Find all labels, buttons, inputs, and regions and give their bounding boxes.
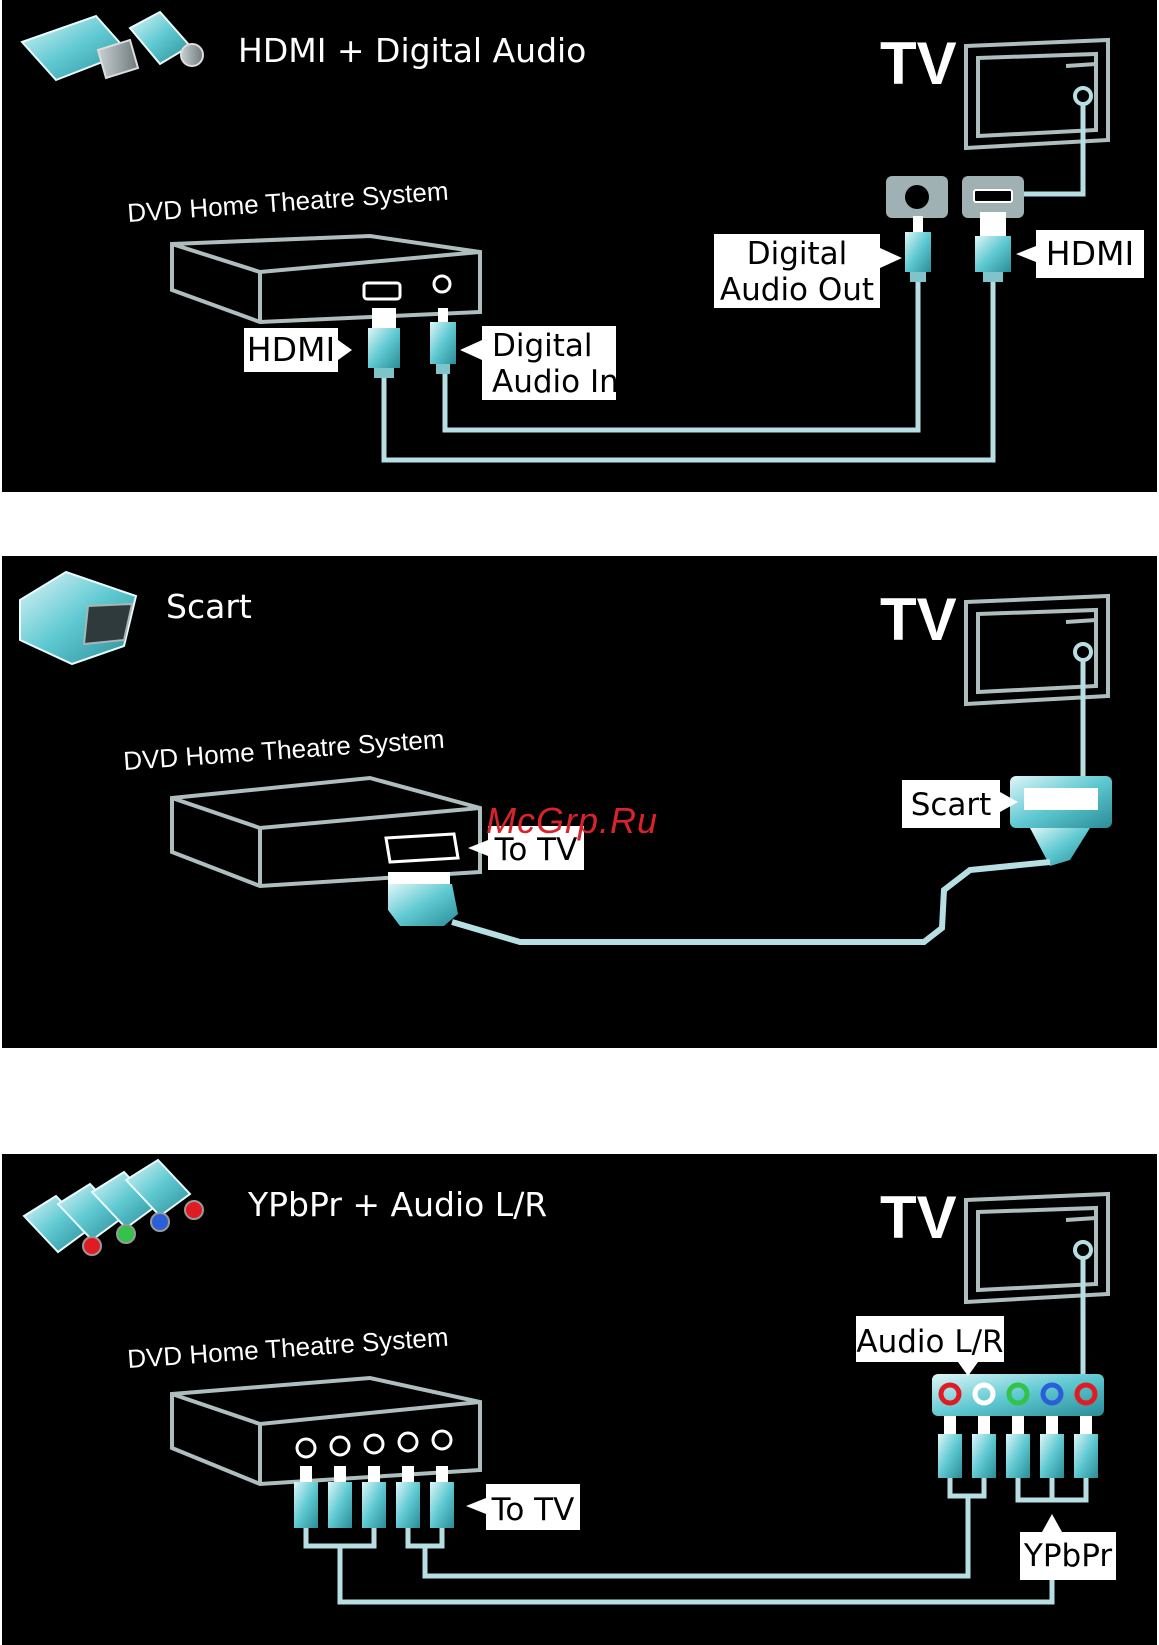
panel-hdmi-digital-audio: HDMI + Digital Audio TV [2, 0, 1157, 492]
panel-title: Scart [166, 587, 252, 626]
tv-label: TV [880, 30, 957, 97]
label-dvd-digital-audio-in: Digital Audio In [460, 326, 619, 400]
svg-text:Scart: Scart [911, 787, 992, 823]
label-dvd-hdmi: HDMI [244, 328, 352, 372]
svg-text:HDMI: HDMI [247, 330, 335, 369]
svg-text:To TV: To TV [494, 832, 578, 868]
panel-title: HDMI + Digital Audio [238, 31, 586, 70]
panel-ypbpr-audio-lr: YPbPr + Audio L/R TV DVD Home Theatre Sy… [2, 1154, 1157, 1645]
tv-hdmi-plug-icon [975, 212, 1011, 282]
svg-text:To TV: To TV [491, 1492, 575, 1528]
tv-hdmi-socket-icon [962, 176, 1024, 218]
label-tv-digital-audio-out: Digital Audio Out [714, 234, 902, 308]
tv-label: TV [880, 1184, 957, 1251]
svg-text:Audio In: Audio In [492, 364, 619, 400]
dvd-hdmi-plug-icon [368, 308, 400, 378]
svg-text:HDMI: HDMI [1046, 234, 1134, 273]
panel-scart: Scart TV DVD Home Theatre System [2, 556, 1157, 1048]
dvd-scart-plug-icon [388, 872, 458, 926]
svg-text:Audio Out: Audio Out [720, 272, 874, 308]
tv-digital-audio-socket-icon [886, 176, 948, 218]
tv-label: TV [880, 586, 957, 653]
svg-text:YPbPr: YPbPr [1023, 1538, 1112, 1574]
svg-text:Digital: Digital [747, 236, 848, 272]
svg-text:Audio L/R: Audio L/R [856, 1324, 1003, 1360]
tv-scart-socket-icon [1010, 776, 1112, 828]
panel-title: YPbPr + Audio L/R [247, 1185, 547, 1224]
svg-text:Digital: Digital [492, 328, 593, 364]
